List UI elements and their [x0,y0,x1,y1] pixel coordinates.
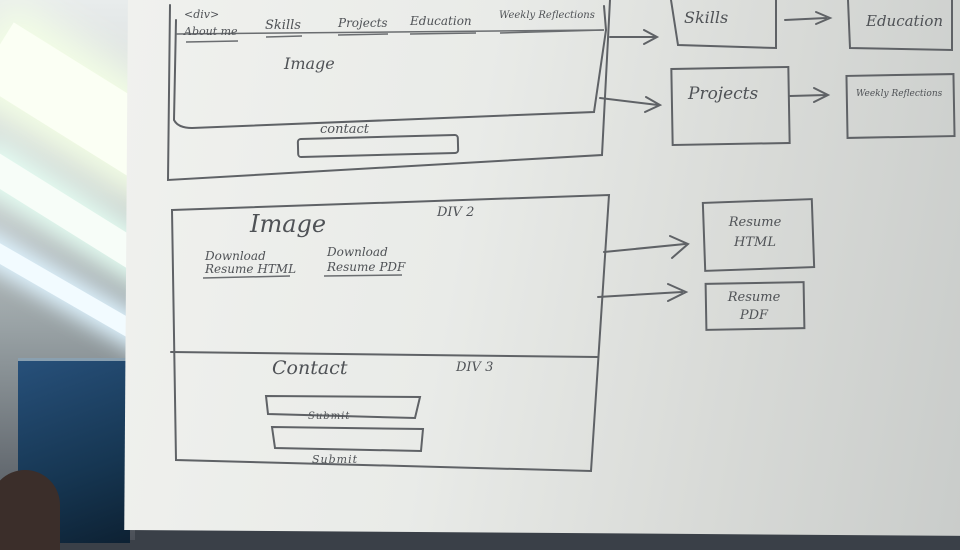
nav-link-skills: Skills [265,18,301,33]
nav-link-projects: Projects [338,16,388,30]
nav-link-weekly-reflections: Weekly Reflections [499,10,595,21]
arrow-to-skills [609,29,660,45]
div2-image-label: Image [250,210,327,238]
div2-label: DIV 2 [437,205,475,220]
download-resume-html-line2: Resume HTML [205,262,297,276]
resume-html-page-label: Resume HTML [728,215,782,250]
arrow-to-projects [599,96,663,113]
arrow-skills-to-education [784,11,833,25]
weekly-reflections-page-label: Weekly Reflections [856,89,943,99]
resume-pdf-page-label: Resume PDF [727,290,781,323]
education-box [847,0,953,52]
div-tag-label: <div> [184,8,220,21]
div1-contact-label: contact [320,122,369,137]
download-resume-pdf-line1: Download [327,245,388,259]
div3-submit-label-2: Submit [312,453,359,466]
nav-link-about-me: About me [184,25,238,38]
div3-contact-label: Contact [272,357,348,379]
download-resume-html-line1: Download [205,249,266,263]
div2-div3-box [170,193,611,473]
arrow-to-resume-pdf [597,283,689,302]
resume-html-box [701,198,816,272]
arrow-projects-to-reflections [789,87,831,103]
projects-box [670,65,791,147]
div3-submit-label-1: Submit [308,411,351,422]
education-page-label: Education [866,12,944,30]
weekly-reflections-box [845,73,956,139]
skills-page-label: Skills [684,8,729,27]
div3-label: DIV 3 [456,360,494,375]
person-silhouette [0,470,60,550]
div1-outer-box [166,0,611,182]
div3-input-2 [270,425,425,453]
div1-image-label: Image [284,54,335,73]
arrow-to-resume-html [603,235,690,259]
div3-input-1 [264,394,422,420]
div2-div3-divider [170,351,599,358]
div1-inner-box [172,5,608,130]
nav-link-education: Education [410,14,472,28]
download-resume-pdf-line2: Resume PDF [327,260,406,274]
skills-box [670,0,777,50]
div1-contact-input [296,133,460,159]
resume-pdf-box [704,281,806,331]
projects-page-label: Projects [688,84,759,104]
